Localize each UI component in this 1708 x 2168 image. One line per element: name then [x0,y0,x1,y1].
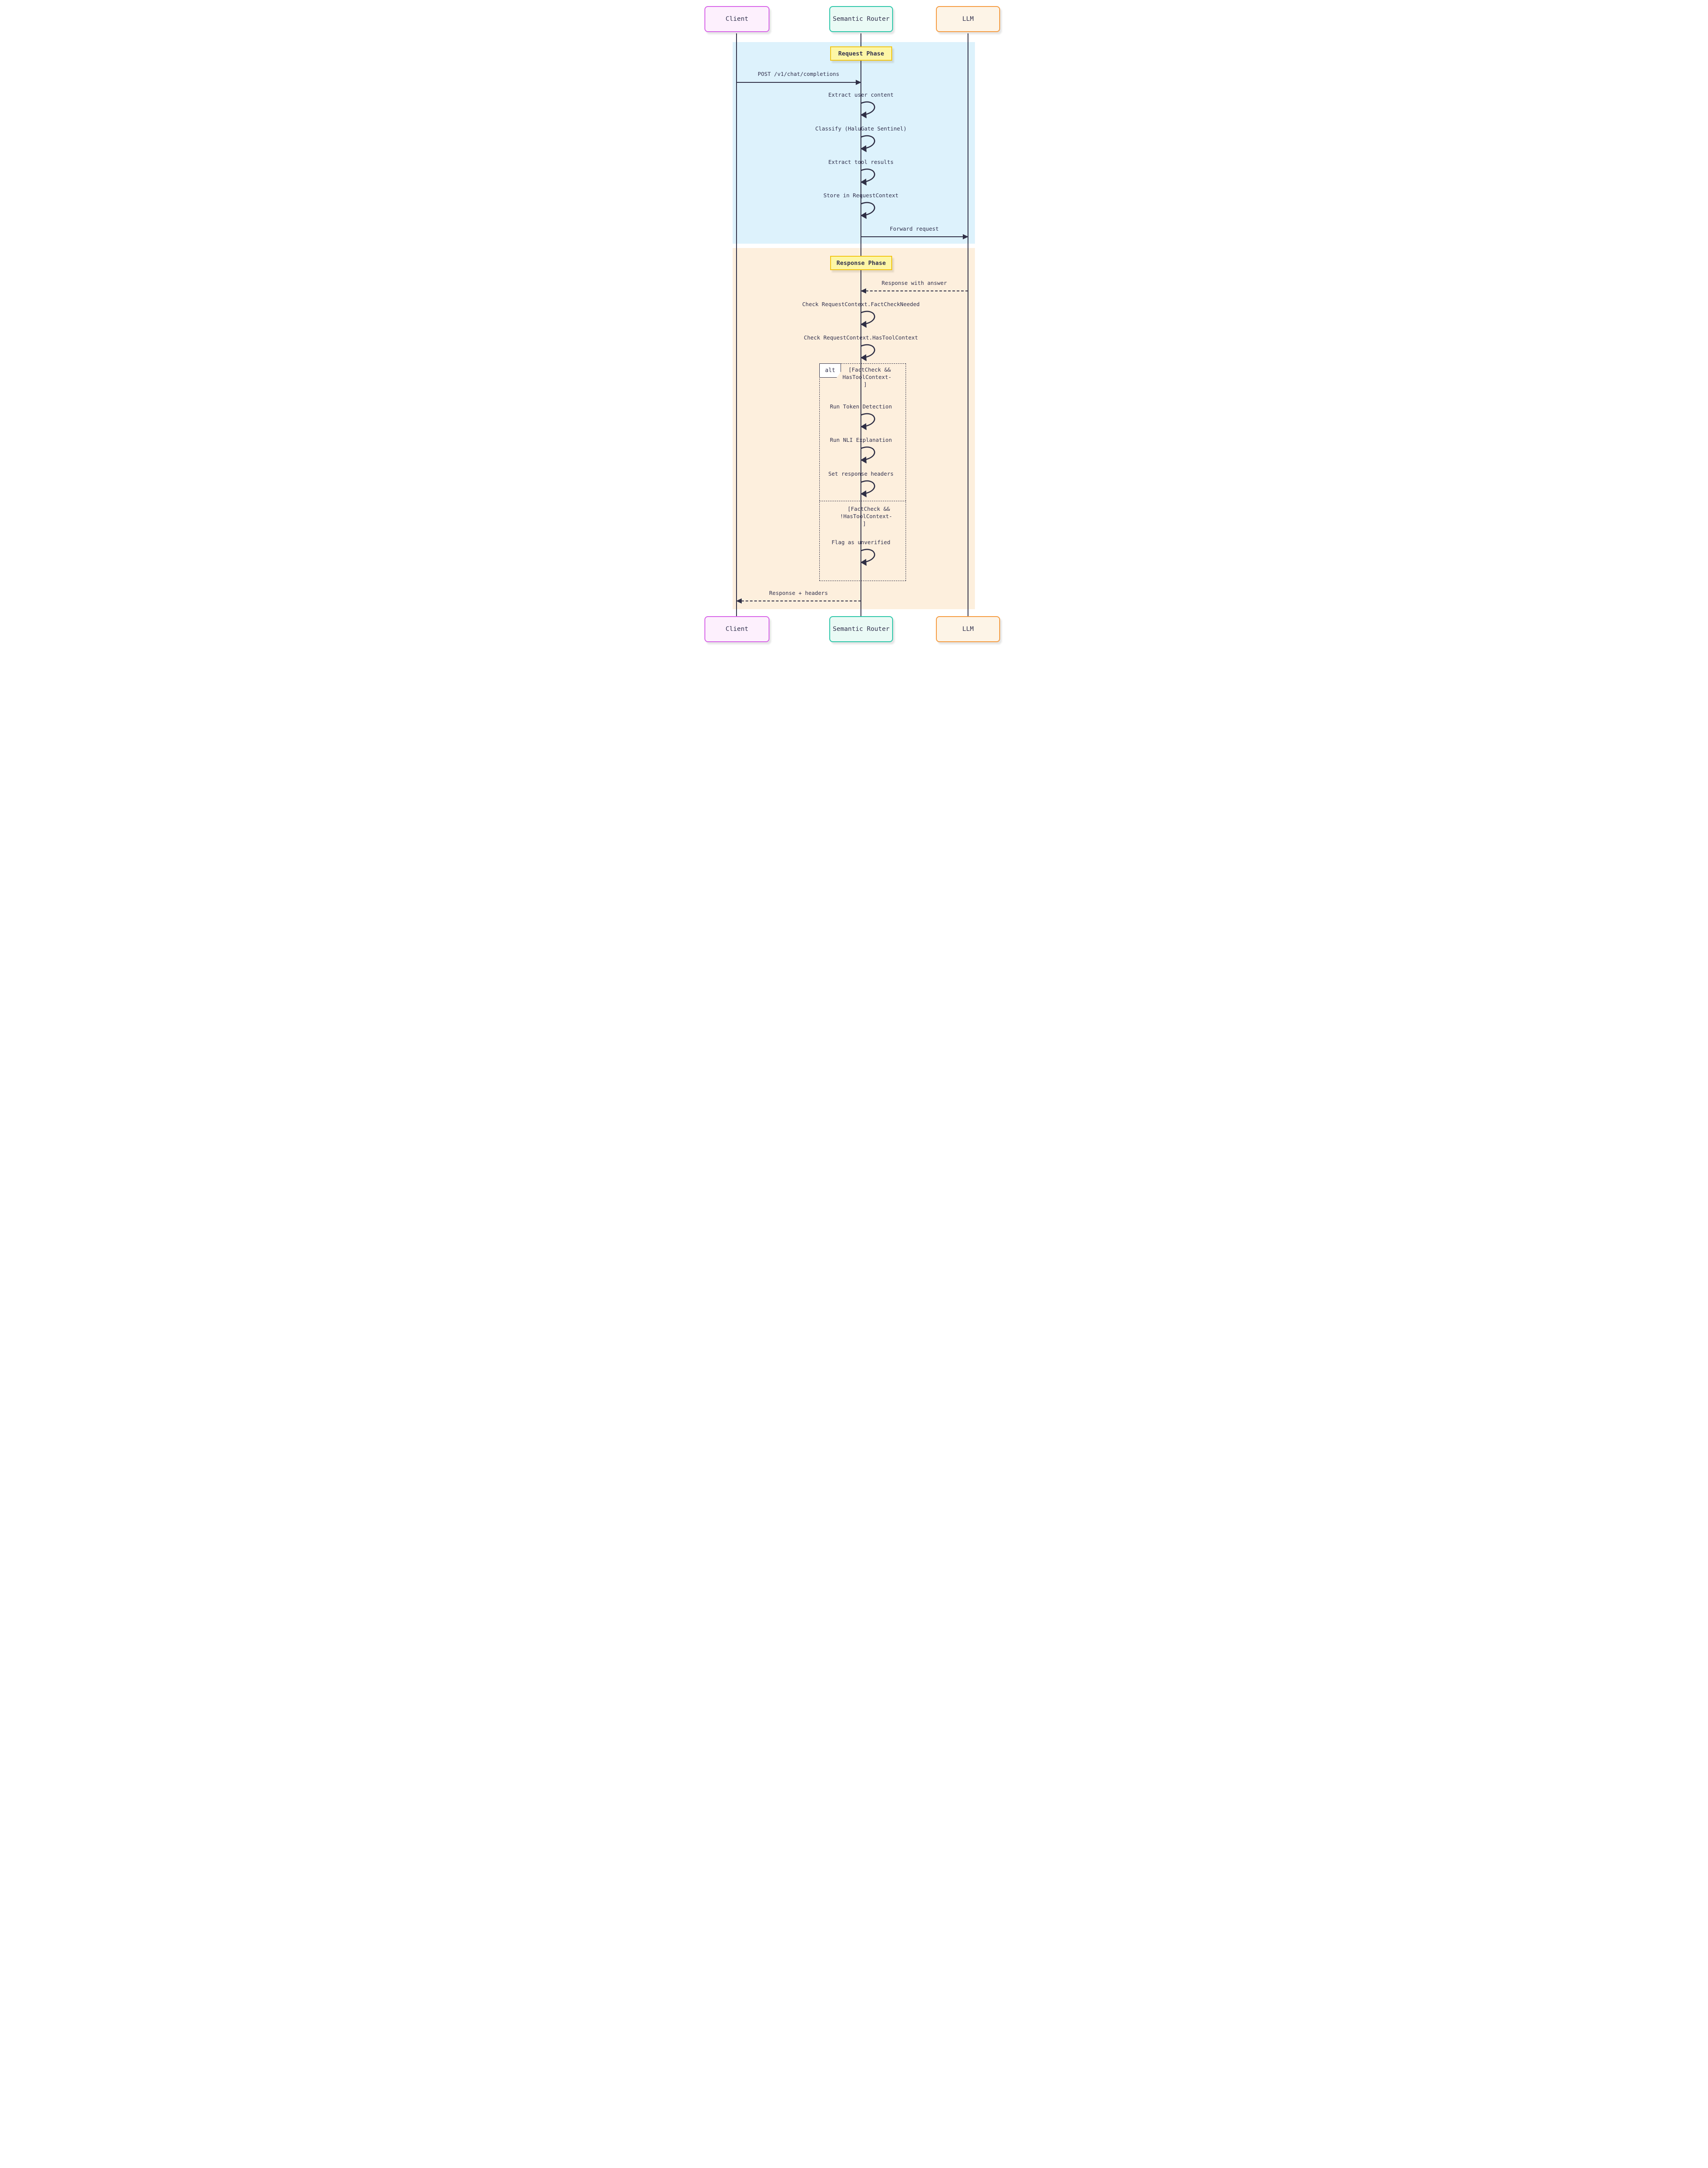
self-loop-arrow [861,310,875,328]
actor-semantic-router-bottom: Semantic Router [829,616,893,642]
self-loop-arrow [861,413,875,430]
sequence-diagram: Client Semantic Router LLM Request Phase… [683,0,1025,666]
message-forward: Forward request [890,225,939,232]
message-set-headers: Set response headers [828,470,894,477]
arrow-response-answer-head-icon [861,288,866,294]
message-run-token: Run Token Detection [830,403,892,410]
message-run-nli: Run NLI Explanation [830,437,892,443]
message-response-headers: Response + headers [769,590,828,596]
arrow-forward-head-icon [963,234,968,239]
actor-client-label: Client [725,626,749,633]
lifeline-client [736,33,737,616]
self-loop-arrow [861,446,875,464]
self-loop-arrow [861,168,875,186]
arrow-forward-line [861,236,964,238]
actor-llm-label: LLM [962,626,974,633]
note-request-phase-label: Request Phase [838,50,884,57]
actor-semantic-router-label: Semantic Router [833,16,890,23]
message-store-ctx: Store in RequestContext [823,192,899,199]
actor-llm-top: LLM [936,6,1000,32]
actor-semantic-router-label: Semantic Router [833,626,890,633]
self-loop-arrow [861,135,875,152]
note-response-phase: Response Phase [830,256,892,270]
response-phase-background [733,248,975,609]
alt-condition-2-line-2: !HasToolContext- [840,513,893,519]
arrow-response-headers-head-icon [736,598,742,604]
alt-condition-1-line-2: HasToolContext- [842,374,892,380]
actor-llm-bottom: LLM [936,616,1000,642]
actor-client-bottom: Client [704,616,769,642]
message-check-factcheck: Check RequestContext.FactCheckNeeded [802,301,920,307]
alt-condition-2-line-3: ] [863,520,866,527]
note-request-phase: Request Phase [830,46,892,61]
self-loop-arrow [861,101,875,118]
message-extract-user: Extract user content [828,91,894,98]
message-post: POST /v1/chat/completions [757,71,840,77]
alt-label-text: alt [825,367,835,374]
alt-fragment-label: alt [819,363,841,378]
actor-client-label: Client [725,16,749,23]
alt-condition-1-line-1: [FactCheck && [848,366,891,373]
alt-condition-1-line-3: ] [864,381,867,388]
self-loop-arrow [861,344,875,361]
message-extract-tool: Extract tool results [828,159,894,165]
message-classify: Classify (HaluGate Sentinel) [815,125,907,132]
self-loop-arrow [861,202,875,219]
message-flag-unverified: Flag as unverified [831,539,890,545]
arrow-post-head-icon [856,80,861,85]
actor-client-top: Client [704,6,769,32]
alt-fragment-box [819,363,906,581]
actor-semantic-router-top: Semantic Router [829,6,893,32]
arrow-post-line [737,82,857,83]
message-response-answer: Response with answer [881,280,947,286]
self-loop-arrow [861,549,875,566]
message-check-toolctx: Check RequestContext.HasToolContext [804,334,918,341]
self-loop-arrow [861,480,875,497]
actor-llm-label: LLM [962,16,974,23]
request-phase-background [733,42,975,244]
note-response-phase-label: Response Phase [836,259,886,267]
alt-condition-2-line-1: [FactCheck && [847,506,890,512]
